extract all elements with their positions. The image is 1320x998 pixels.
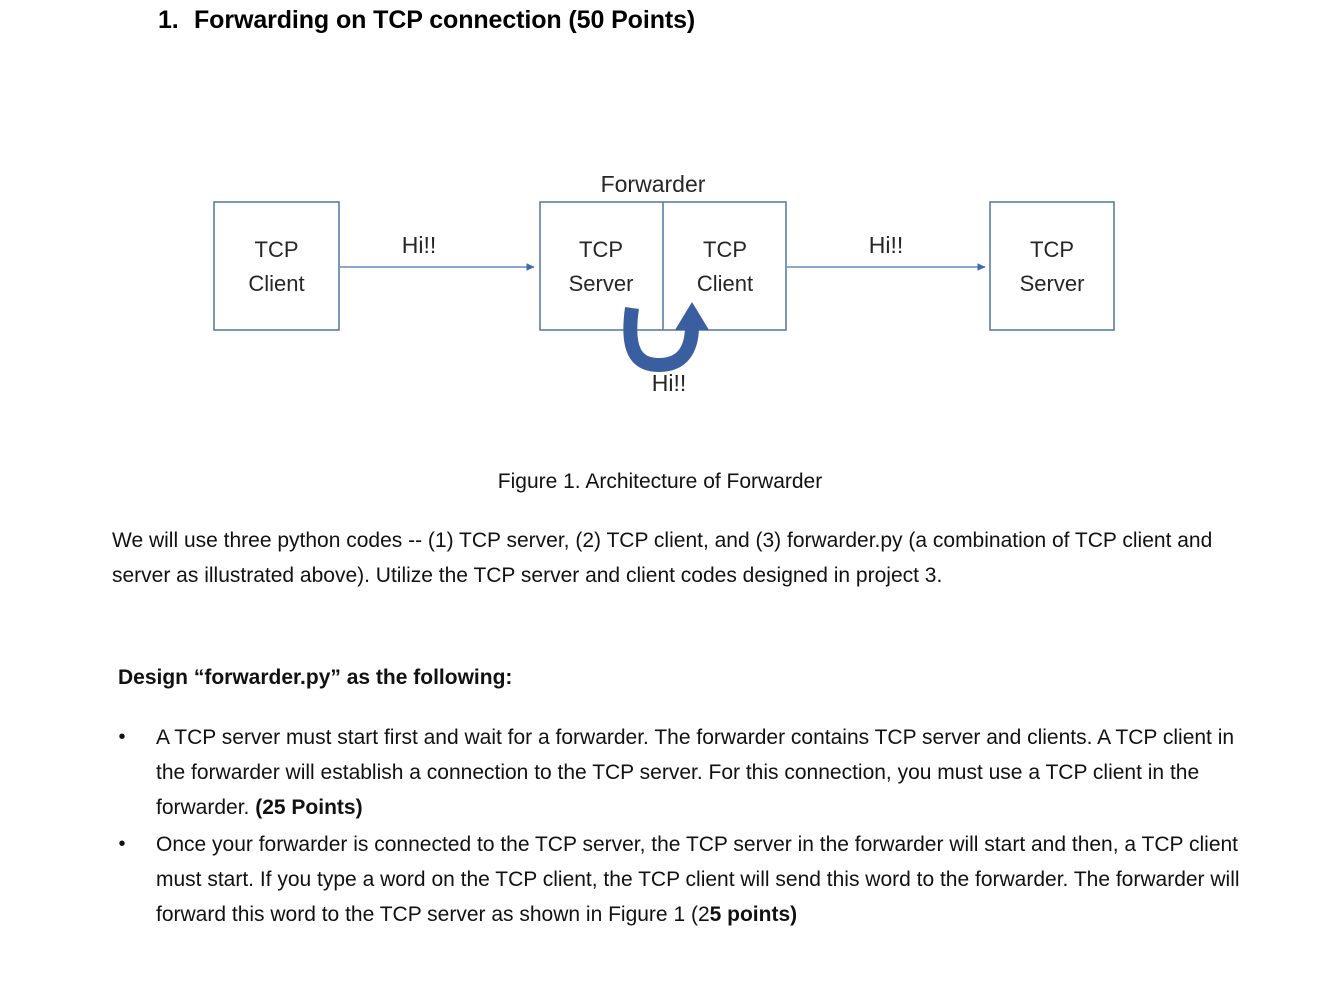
page-title-text: Forwarding on TCP connection (50 Points) [194,6,696,34]
node-label-forwarder-server-line1: TCP [579,237,623,262]
list-item-points: (25 Points) [255,796,363,819]
list-item-points: 5 points) [709,903,798,926]
internal-forward-arrow-curve [623,307,699,373]
edge-label-internal-forward: Hi!! [652,370,687,396]
page-title: 1. Forwarding on TCP connection (50 Point… [158,6,1158,35]
node-box-client-left [213,201,340,331]
list-item: • A TCP server must start first and wait … [112,720,1252,825]
forwarder-architecture-diagram: Forwarder TCP Client TCP Server TCP Clie… [213,171,1115,396]
node-label-server-right-line2: Server [1020,271,1085,296]
list-item-text: Once your forwarder is connected to the … [156,833,1240,926]
bullet-dot-icon: • [118,726,126,748]
node-label-forwarder-server-line2: Server [569,271,634,296]
edge-label-forwarder-to-server: Hi!! [869,232,904,258]
figure-architecture-of-forwarder: Forwarder TCP Client TCP Server TCP Clie… [0,150,1320,420]
internal-forward-arrowhead-icon [675,302,709,330]
node-label-server-right-line1: TCP [1030,237,1074,262]
page-title-number: 1. [158,6,179,34]
node-label-client-left-line2: Client [248,271,304,296]
list-item: • Once your forwarder is connected to the… [112,827,1252,932]
edge-label-client-to-forwarder: Hi!! [402,232,437,258]
bullet-dot-icon: • [118,833,126,855]
node-box-server-right [989,201,1115,331]
forwarder-group-label: Forwarder [601,171,706,197]
node-label-forwarder-client-line1: TCP [703,237,747,262]
node-label-forwarder-client-line2: Client [697,271,753,296]
list-item-text: A TCP server must start first and wait f… [156,726,1235,819]
requirements-list: • A TCP server must start first and wait … [112,720,1252,934]
node-label-client-left-line1: TCP [255,237,299,262]
intro-paragraph: We will use three python codes -- (1) TC… [112,529,1213,587]
design-section-heading: Design “forwarder.py” as the following: [118,666,513,689]
figure-caption: Figure 1. Architecture of Forwarder [497,470,823,493]
